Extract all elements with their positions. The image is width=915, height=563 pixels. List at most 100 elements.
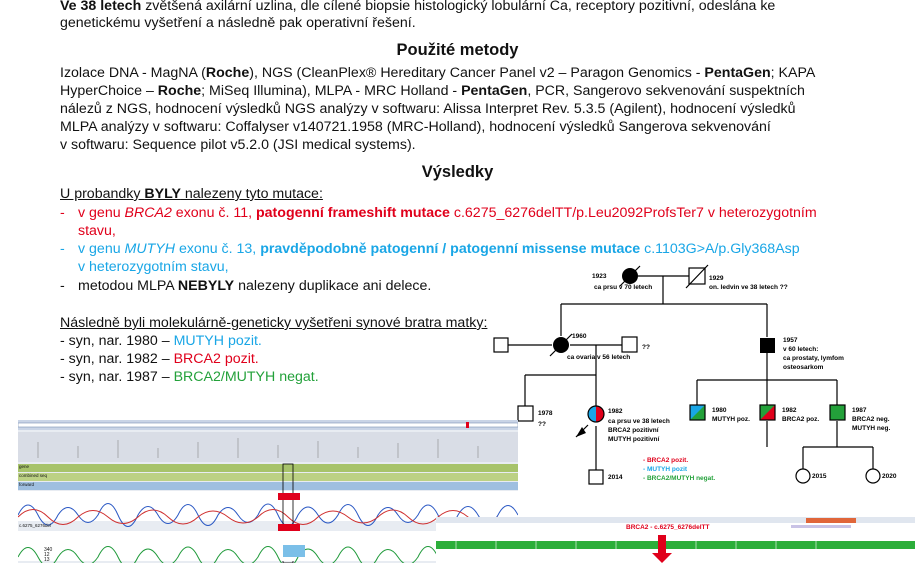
son-year: 2014 [608, 474, 623, 481]
brother-symbol [517, 405, 534, 422]
grandchild-2020-symbol [865, 468, 881, 484]
gf-year: 1923 [592, 273, 607, 280]
cousin-1987-year: 1987 [852, 407, 867, 414]
seq-row-1: 340 [44, 547, 53, 553]
mut-text: c.1103G>A/p.Gly368Asp [640, 241, 800, 257]
intro-line-2: genetickému vyšetření a následně pak ope… [60, 15, 416, 31]
gm-year: 1929 [709, 275, 724, 282]
uncle-note-3: osteosarkom [783, 364, 824, 371]
mutation-mutyh-text: v genu MUTYH exonu č. 13, pravděpodobně … [78, 241, 898, 276]
results-emph: BYLY [144, 186, 181, 202]
mut-text: v genu [78, 241, 125, 257]
bullet-dash: - [60, 241, 65, 257]
legend-mutyh: - MUTYH pozit [643, 466, 688, 473]
cousin-1980-year: 1980 [712, 407, 727, 414]
cousin-1987-note-1: BRCA2 neg. [852, 416, 890, 423]
mut-text: v heterozygotním stavu, [78, 258, 229, 275]
mother-note: ca ovaria v 56 letech [567, 354, 630, 361]
son-result: MUTYH pozit. [173, 333, 262, 349]
proband-note-3: MUTYH pozitivní [608, 436, 659, 443]
intro-age: Ve 38 letech [60, 0, 142, 14]
cousin-1982-symbol [759, 404, 776, 421]
proband-symbol [587, 405, 605, 423]
mlpa-result-text: metodou MLPA NEBYLY nalezeny duplikace a… [78, 278, 458, 296]
seq-label-sample: c.6275_6276del [19, 523, 52, 528]
methods-vendor: Roche [205, 65, 250, 81]
seq-label-gene: gene [19, 464, 30, 469]
results-text: U probandky [60, 186, 145, 202]
cousin-1980-symbol [689, 404, 706, 421]
mut-text: nalezeny duplikace ani delece. [234, 278, 432, 294]
uncle-symbol [760, 338, 775, 353]
results-text: nalezeny tyto mutace: [180, 186, 323, 202]
bullet-dash: - [60, 205, 65, 221]
intro-text: zvětšená axilární uzlina, dle cílené bio… [141, 0, 776, 14]
son-1980: - syn, nar. 1980 – MUTYH pozit. [60, 333, 262, 351]
methods-vendor: PentaGen [461, 83, 528, 99]
son-1987: - syn, nar. 1987 – BRCA2/MUTYH negat. [60, 369, 319, 387]
grandchild-2015-year: 2015 [812, 473, 827, 480]
gf-note: ca prsu v 70 letech [594, 284, 652, 291]
methods-text: ; KAPA [770, 65, 816, 81]
mut-text: c.6275_6276delTT/p.Leu2092ProfsTer7 v he… [449, 205, 817, 221]
methods-line-5: v softwaru: Sequence pilot v5.2.0 (JSI m… [60, 137, 416, 153]
methods-line-3: nálezů z NGS, hodnocení výsledků NGS ana… [60, 101, 796, 117]
son-text: - syn, nar. 1980 – [60, 333, 174, 349]
results-emph: NEBYLY [177, 278, 235, 294]
gm-note: on. ledvin ve 38 letech ?? [709, 284, 788, 291]
gene-name: BRCA2 [124, 205, 172, 221]
mut-text: exonu č. 11, [171, 205, 256, 221]
results-heading: Výsledky [421, 163, 494, 181]
left-spouse-symbol [493, 337, 509, 353]
legend-neg: - BRCA2/MUTYH negat. [643, 475, 715, 482]
mutation-brca2-text: v genu BRCA2 exonu č. 11, patogenní fram… [78, 205, 898, 240]
mut-class: pravděpodobně patogenní / patogenní miss… [260, 241, 641, 257]
gene-name: MUTYH [124, 241, 175, 257]
results-intro: U probandky BYLY nalezeny tyto mutace: [60, 186, 323, 204]
son-text: - syn, nar. 1982 – [60, 351, 174, 367]
son-result: BRCA2 pozit. [173, 351, 259, 367]
alissa-panel: BRCA2 - c.6275_6276delTT [436, 517, 915, 563]
grandchild-2015-symbol [795, 468, 811, 484]
mut-text: metodou MLPA [78, 278, 178, 294]
father-note: ?? [642, 344, 650, 351]
alissa-track [436, 517, 915, 563]
seq-label-forward: forward [19, 482, 35, 487]
son-result: BRCA2/MUTYH negat. [173, 369, 319, 385]
methods-text: , PCR, Sangerovo sekvenování suspektních [527, 83, 805, 99]
mut-text: v genu [78, 205, 125, 221]
cousin-1982-note: BRCA2 poz. [782, 416, 819, 423]
intro-line-1: Ve 38 letech zvětšená axilární uzlina, d… [60, 0, 880, 16]
mother-year: 1960 [572, 333, 587, 340]
son-2014-symbol [588, 469, 604, 485]
proband-year: 1982 [608, 408, 623, 415]
brother-note: ?? [538, 421, 546, 428]
methods-text: ; MiSeq Illumina), MLPA - MRC Holland - [201, 83, 462, 99]
mut-text: stavu, [78, 222, 116, 239]
brother-year: 1978 [538, 410, 553, 417]
methods-text: ), NGS (CleanPlex® Hereditary Cancer Pan… [249, 65, 705, 81]
cousin-1987-symbol [829, 404, 846, 421]
father-symbol [621, 336, 638, 353]
proband-note-1: ca prsu ve 38 letech [608, 418, 670, 425]
cousin-1982-year: 1982 [782, 407, 797, 414]
sanger-sequencing-panel: gene combined seq forward c.6275_6276del… [18, 420, 518, 563]
mut-text: exonu č. 13, [175, 241, 261, 257]
methods-text: HyperChoice – [60, 83, 158, 99]
seq-label-combined: combined seq [19, 473, 48, 478]
grandchild-2020-year: 2020 [882, 473, 897, 480]
methods-vendor: Roche [157, 83, 202, 99]
sanger-trace [18, 420, 518, 563]
son-1982: - syn, nar. 1982 – BRCA2 pozit. [60, 351, 259, 369]
sons-heading: Následně byli molekulárně-geneticky vyše… [60, 315, 488, 331]
methods-line-4: MLPA analýzy v softwaru: Coffalyser v140… [60, 119, 771, 135]
methods-line-1: Izolace DNA - MagNA (Roche), NGS (CleanP… [60, 65, 815, 83]
cousin-1987-note-2: MUTYH neg. [852, 425, 890, 432]
seq-row-2: 12 [44, 552, 50, 558]
mut-class: patogenní frameshift mutace [256, 205, 450, 221]
brca2-variant-caption: BRCA2 - c.6275_6276delTT [626, 524, 710, 531]
uncle-note-1: v 60 letech: [783, 346, 818, 353]
uncle-year: 1957 [783, 337, 798, 344]
bullet-dash: - [60, 278, 65, 294]
